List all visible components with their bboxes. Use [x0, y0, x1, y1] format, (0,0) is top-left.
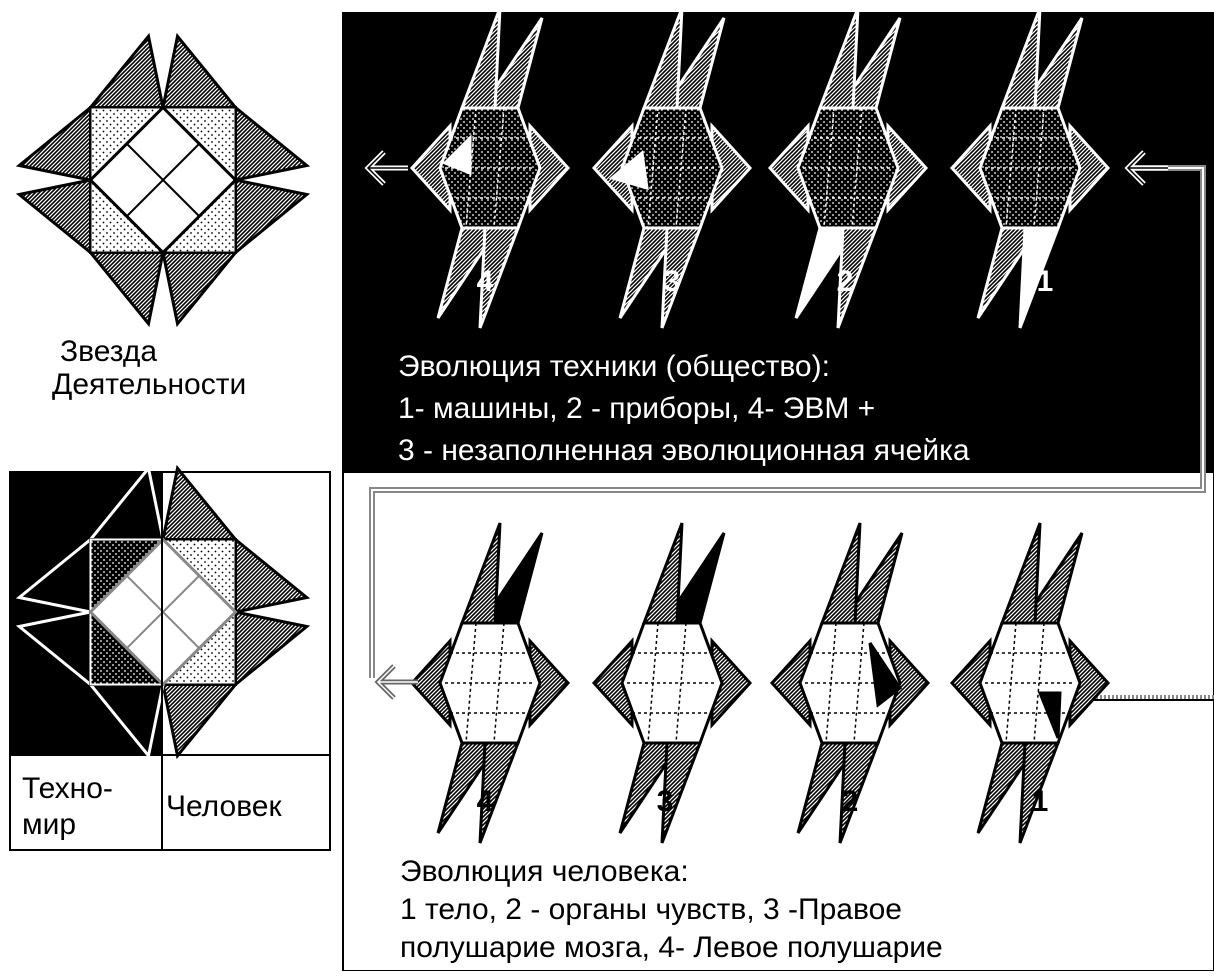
human-caption-2: 1 тело, 2 - органы чувств, 3 -Правое — [400, 893, 902, 927]
technique-stage-label: 2 — [825, 265, 865, 299]
star-title-line-2: Деятельности — [52, 368, 246, 402]
technique-caption-2: 1- машины, 2 - приборы, 4- ЭВМ + — [398, 392, 875, 426]
technique-stage-label: 1 — [1025, 265, 1065, 299]
human-stage-label: 4 — [465, 785, 505, 819]
human-stage-label: 3 — [645, 785, 685, 819]
human-stage-label: 1 — [1020, 785, 1060, 819]
human-label: Человек — [166, 790, 282, 824]
star-of-activity-icon — [19, 36, 307, 324]
star-title-line-1: Звезда — [60, 335, 157, 369]
technomir-label-2: мир — [22, 808, 76, 842]
human-caption-1: Эволюция человека: — [400, 855, 689, 889]
human-caption-3: полушарие мозга, 4- Левое полушарие — [400, 931, 943, 965]
technique-stage-label: 4 — [465, 265, 505, 299]
human-stage-label: 2 — [830, 785, 870, 819]
technomir-label-1: Техно- — [22, 772, 113, 806]
technique-caption-1: Эволюция техники (общество): — [398, 350, 830, 384]
technique-stage-label: 3 — [652, 265, 692, 299]
technique-caption-3: 3 - незаполненная эволюционная ячейка — [398, 434, 970, 468]
